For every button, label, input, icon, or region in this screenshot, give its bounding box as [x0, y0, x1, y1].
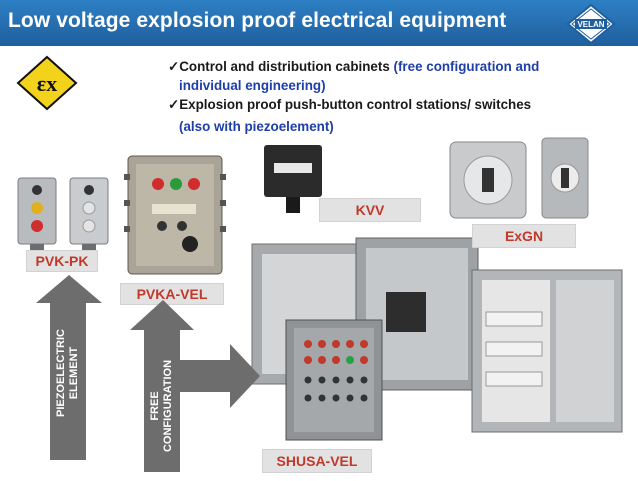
kvv-device-image: [260, 143, 326, 219]
bullet-text: Control and distribution cabinets: [179, 59, 394, 74]
label-kvv: KVV: [319, 198, 421, 222]
velan-logo-text: VELAN: [577, 20, 604, 29]
bullet-item: ✓Control and distribution cabinets (free…: [168, 57, 628, 76]
bullet-item: ✓Explosion proof push-button control sta…: [168, 95, 628, 114]
bullet-highlight: (free configuration and: [393, 59, 540, 74]
free-label-line2: CONFIGURATION: [162, 359, 174, 453]
header-bar: Low voltage explosion proof electrical e…: [0, 0, 638, 46]
label-pvka-vel: PVKA-VEL: [120, 283, 224, 305]
pvk-pk-device-image: [14, 176, 114, 256]
label-shusa-vel: SHUSA-VEL: [262, 449, 372, 473]
label-exgn: ExGN: [472, 224, 576, 248]
exgn-device-image: [446, 134, 592, 230]
check-icon: ✓: [168, 59, 180, 74]
piezoelectric-arrow: PIEZOELECTRIC ELEMENT: [36, 275, 102, 460]
label-pvk-pk: PVK-PK: [26, 250, 98, 272]
pvka-vel-device-image: [122, 152, 228, 282]
free-configuration-arrow: FREE CONFIGURATION: [130, 300, 260, 472]
piezo-label-line2: ELEMENT: [68, 346, 80, 400]
free-label-line1: FREE: [149, 391, 161, 421]
free-config-label: FREE CONFIGURATION: [149, 331, 177, 481]
piezo-label: PIEZOELECTRIC ELEMENT: [55, 300, 83, 446]
velan-logo: VELAN: [566, 3, 616, 45]
check-icon: ✓: [168, 97, 180, 112]
cabinet-cluster-image: [246, 232, 630, 472]
ex-logo: εx: [16, 55, 78, 111]
bullet-text: Explosion proof push-button control stat…: [179, 97, 532, 112]
bullet-list: ✓Control and distribution cabinets (free…: [168, 57, 628, 136]
svg-text:εx: εx: [37, 71, 57, 96]
piezo-label-line1: PIEZOELECTRIC: [55, 329, 67, 418]
bullet-highlight-line2: (also with piezoelement): [179, 119, 334, 134]
bullet-highlight-line2: individual engineering): [179, 78, 326, 93]
page-title: Low voltage explosion proof electrical e…: [8, 9, 507, 32]
